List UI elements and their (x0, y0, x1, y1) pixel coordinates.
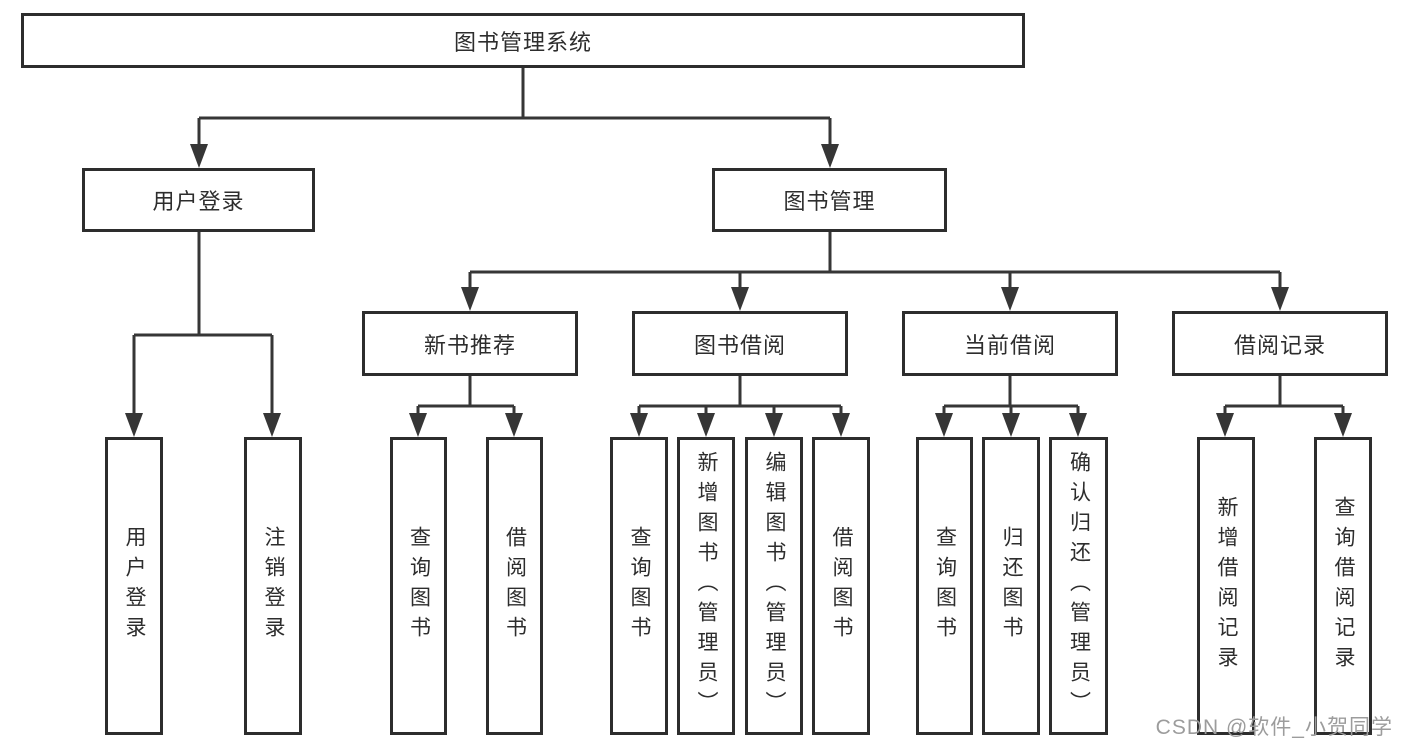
leaf-borrow-borrow-books: 借阅图书 (812, 437, 870, 735)
leaf-user-login: 用户登录 (105, 437, 163, 735)
node-current-borrow: 当前借阅 (902, 311, 1118, 376)
node-current-borrow-label: 当前借阅 (963, 332, 1056, 358)
leaf-newbook-query-books-label: 查询图书 (407, 526, 431, 646)
leaf-user-login-label: 用户登录 (123, 526, 146, 646)
leaf-record-query-borrow-record-label: 查询借阅记录 (1332, 496, 1355, 676)
node-book-management-label: 图书管理 (783, 189, 876, 214)
leaf-newbook-borrow-books-label: 借阅图书 (503, 526, 527, 646)
leaf-borrow-query-books-label: 查询图书 (628, 526, 651, 646)
arrowhead-icons (125, 144, 1352, 437)
node-new-book-recommend: 新书推荐 (362, 311, 578, 376)
node-user-login-label: 用户登录 (152, 189, 245, 214)
leaf-newbook-borrow-books: 借阅图书 (486, 437, 543, 735)
leaf-current-return-books: 归还图书 (982, 437, 1040, 735)
node-book-borrow: 图书借阅 (632, 311, 848, 376)
leaf-record-add-borrow-record-label: 新增借阅记录 (1215, 496, 1238, 676)
leaf-newbook-query-books: 查询图书 (390, 437, 447, 735)
leaf-current-confirm-return-admin: 确认归还（管理员） (1049, 437, 1108, 735)
node-new-book-recommend-label: 新书推荐 (423, 332, 516, 358)
csdn-watermark: CSDN @软件_小贺同学 (1155, 716, 1393, 739)
leaf-borrow-add-books-admin: 新增图书（管理员） (677, 437, 735, 735)
leaf-borrow-query-books: 查询图书 (610, 437, 668, 735)
node-root-system: 图书管理系统 (21, 13, 1025, 68)
leaf-borrow-add-books-admin-label: 新增图书（管理员） (695, 451, 718, 721)
leaf-borrow-edit-books-admin-label: 编辑图书（管理员） (763, 451, 786, 721)
node-borrow-record: 借阅记录 (1172, 311, 1388, 376)
leaf-current-query-books-label: 查询图书 (933, 526, 957, 646)
leaf-record-add-borrow-record: 新增借阅记录 (1197, 437, 1255, 735)
leaf-current-query-books: 查询图书 (916, 437, 973, 735)
node-book-borrow-label: 图书借阅 (693, 332, 786, 358)
leaf-borrow-edit-books-admin: 编辑图书（管理员） (745, 437, 803, 735)
leaf-record-query-borrow-record: 查询借阅记录 (1314, 437, 1372, 735)
leaf-logout-label: 注销登录 (262, 526, 285, 646)
node-borrow-record-label: 借阅记录 (1233, 332, 1326, 358)
leaf-borrow-borrow-books-label: 借阅图书 (830, 526, 853, 646)
leaf-current-return-books-label: 归还图书 (1000, 526, 1023, 646)
node-user-login: 用户登录 (82, 168, 315, 232)
node-book-management: 图书管理 (712, 168, 947, 232)
node-root-system-label: 图书管理系统 (453, 29, 592, 55)
leaf-current-confirm-return-admin-label: 确认归还（管理员） (1067, 451, 1091, 721)
leaf-logout: 注销登录 (244, 437, 302, 735)
